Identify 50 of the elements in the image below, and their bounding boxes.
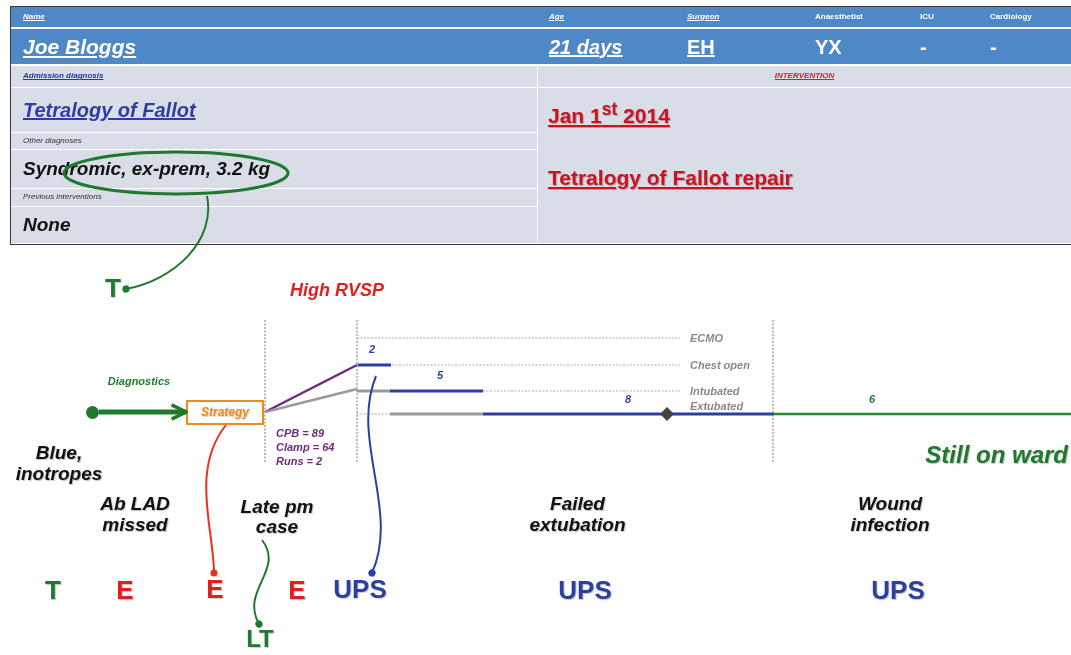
category-letter: E [287, 573, 307, 607]
category-code: UPS [557, 573, 613, 607]
table-cell: Admission diagnosis [11, 66, 537, 87]
category-letter: E [203, 573, 227, 607]
table-cell: INTERVENTION [538, 66, 1071, 87]
table-cell: Tetralogy of Fallot repair [538, 148, 1071, 243]
table-cell: Jan 1$^{st}$ 2014 [538, 88, 1071, 148]
table-cell: - [980, 29, 1071, 64]
event-note: Ab LAD missed [99, 492, 171, 537]
event-note: Wound infection [849, 492, 931, 537]
header-cell: Name [11, 7, 537, 27]
event-note: Failed extubation [528, 492, 627, 537]
table-cell: Joe Bloggs [11, 29, 537, 64]
track-label: Chest open [690, 358, 751, 372]
bypass-note: Clamp = 64 [276, 440, 336, 454]
table-cell: YX [805, 29, 910, 64]
category-code: UPS [330, 573, 390, 607]
table-cell: EH [675, 29, 805, 64]
track-label: ECMO [690, 331, 724, 345]
header-cell: Surgeon [675, 7, 805, 27]
duration-value: 2 [367, 342, 377, 356]
category-letter: T [100, 272, 126, 306]
strategy-box: Strategy [186, 400, 264, 425]
annotation-text: High RVSP [290, 279, 385, 303]
duration-value: 6 [867, 392, 877, 406]
duration-value: 8 [623, 392, 633, 406]
bypass-note: CPB = 89 [276, 426, 325, 440]
header-cell: ICU [910, 7, 980, 27]
event-note: Late pm case [222, 494, 332, 540]
table-cell: - [910, 29, 980, 64]
track-label: Intubated [690, 384, 741, 398]
header-cell: Anaesthetist [805, 7, 910, 27]
table-cell: Previous interventions [11, 189, 537, 206]
start-dot [86, 406, 99, 419]
duration-value: 5 [435, 368, 445, 382]
bypass-note: Runs = 2 [276, 454, 324, 468]
category-letter: T [44, 573, 62, 607]
table-cell: 21 days [537, 29, 675, 64]
header-cell: Age [537, 7, 675, 27]
category-code: LT [244, 624, 276, 654]
category-code: UPS [870, 573, 926, 607]
outcome-text: Still on ward [924, 440, 1068, 470]
table-cell: Tetralogy of Fallot [11, 88, 537, 132]
edge-label: Diagnostics [106, 375, 172, 388]
table-cell: Other diagnoses [11, 133, 537, 149]
track-label: Extubated [690, 399, 745, 413]
header-cell: Cardiology [980, 7, 1071, 27]
category-letter: E [115, 573, 135, 607]
event-note: Blue, inotropes [14, 441, 104, 486]
table-cell: None [11, 207, 537, 243]
